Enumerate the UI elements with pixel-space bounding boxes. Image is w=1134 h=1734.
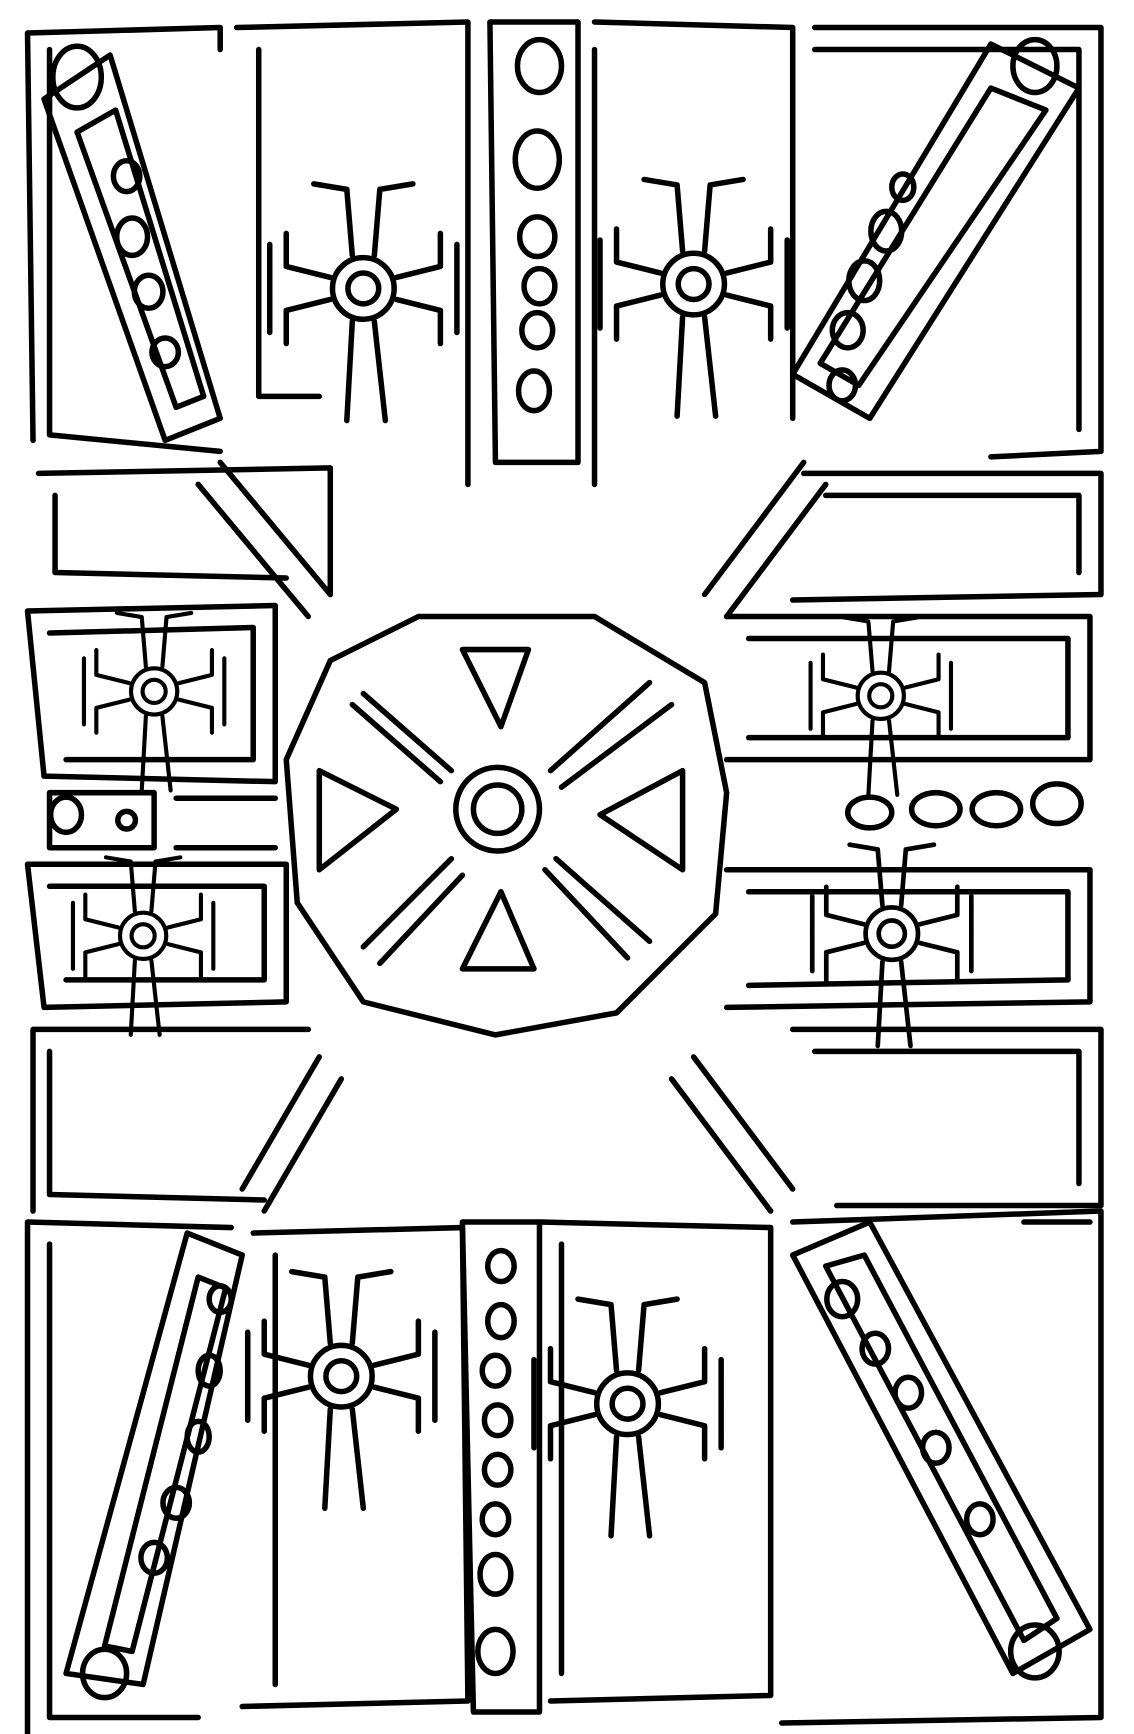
diagonal-band-bottom-left [63, 1230, 245, 1688]
oval-shape [113, 215, 151, 259]
oval-shape [115, 808, 139, 832]
oval-shape [131, 272, 166, 312]
oval-shape [479, 1501, 512, 1538]
diagonal-band-top-right [789, 41, 1082, 422]
cross-motif [81, 610, 227, 793]
oval-shape [481, 1402, 514, 1439]
oval-shape [889, 171, 917, 204]
oval-shape [516, 214, 558, 260]
oval-shape [521, 265, 558, 307]
oval-shape [826, 367, 859, 404]
oval-shape [963, 1501, 996, 1538]
oval-shape [969, 789, 1024, 829]
central-hub [283, 613, 730, 1038]
oval-shape [149, 335, 182, 370]
x-spokes [195, 459, 829, 1214]
oval-shape [829, 309, 866, 351]
cross-motif [70, 855, 216, 1037]
vertical-band-top [487, 19, 581, 466]
oval-shape [908, 789, 963, 829]
diagonal-band-bottom-right [789, 1219, 1093, 1677]
cross-motifs [70, 176, 974, 1539]
oval-shape [160, 1484, 193, 1521]
cross-motif [266, 181, 460, 424]
oval-shape [47, 794, 85, 836]
center-circle [453, 764, 543, 854]
oval-shape [1010, 36, 1060, 96]
oval-shape [184, 1418, 212, 1455]
oval-shape [868, 208, 905, 254]
oval-shape [484, 1247, 517, 1285]
oval-shape [515, 368, 553, 414]
oval-shape [475, 1626, 516, 1677]
oval-shape [846, 258, 883, 304]
cross-motif [808, 615, 954, 797]
oval-shape [519, 309, 556, 351]
oval-shape [824, 1278, 861, 1320]
diagonal-band-top-left [41, 52, 223, 444]
oval-shape [892, 1374, 925, 1411]
oval-shape [1007, 1622, 1062, 1681]
vertical-band-bottom [459, 1219, 543, 1715]
oval-shape [514, 36, 565, 96]
oval-shape [844, 794, 895, 831]
cross-motif [531, 1296, 724, 1539]
outer-border [24, 19, 1104, 1734]
oval-shape [110, 157, 143, 195]
oval-shape [1029, 781, 1084, 827]
oval-shape [195, 1352, 223, 1389]
oval-shape [479, 1352, 512, 1389]
oval-shape [512, 128, 563, 192]
oval-shape [484, 1301, 517, 1341]
oval-shape [50, 43, 105, 111]
oval-shape [79, 1646, 130, 1701]
oval-shape [859, 1330, 892, 1367]
oval-shape [481, 1451, 514, 1488]
cross-motif [809, 842, 974, 1049]
band-circles [47, 36, 1084, 1701]
oval-shape [138, 1539, 171, 1577]
oval-shape [919, 1429, 952, 1466]
cross-motif [244, 1268, 438, 1512]
cross-motif [597, 176, 790, 419]
oval-shape [206, 1283, 234, 1316]
oval-shape [477, 1551, 514, 1597]
